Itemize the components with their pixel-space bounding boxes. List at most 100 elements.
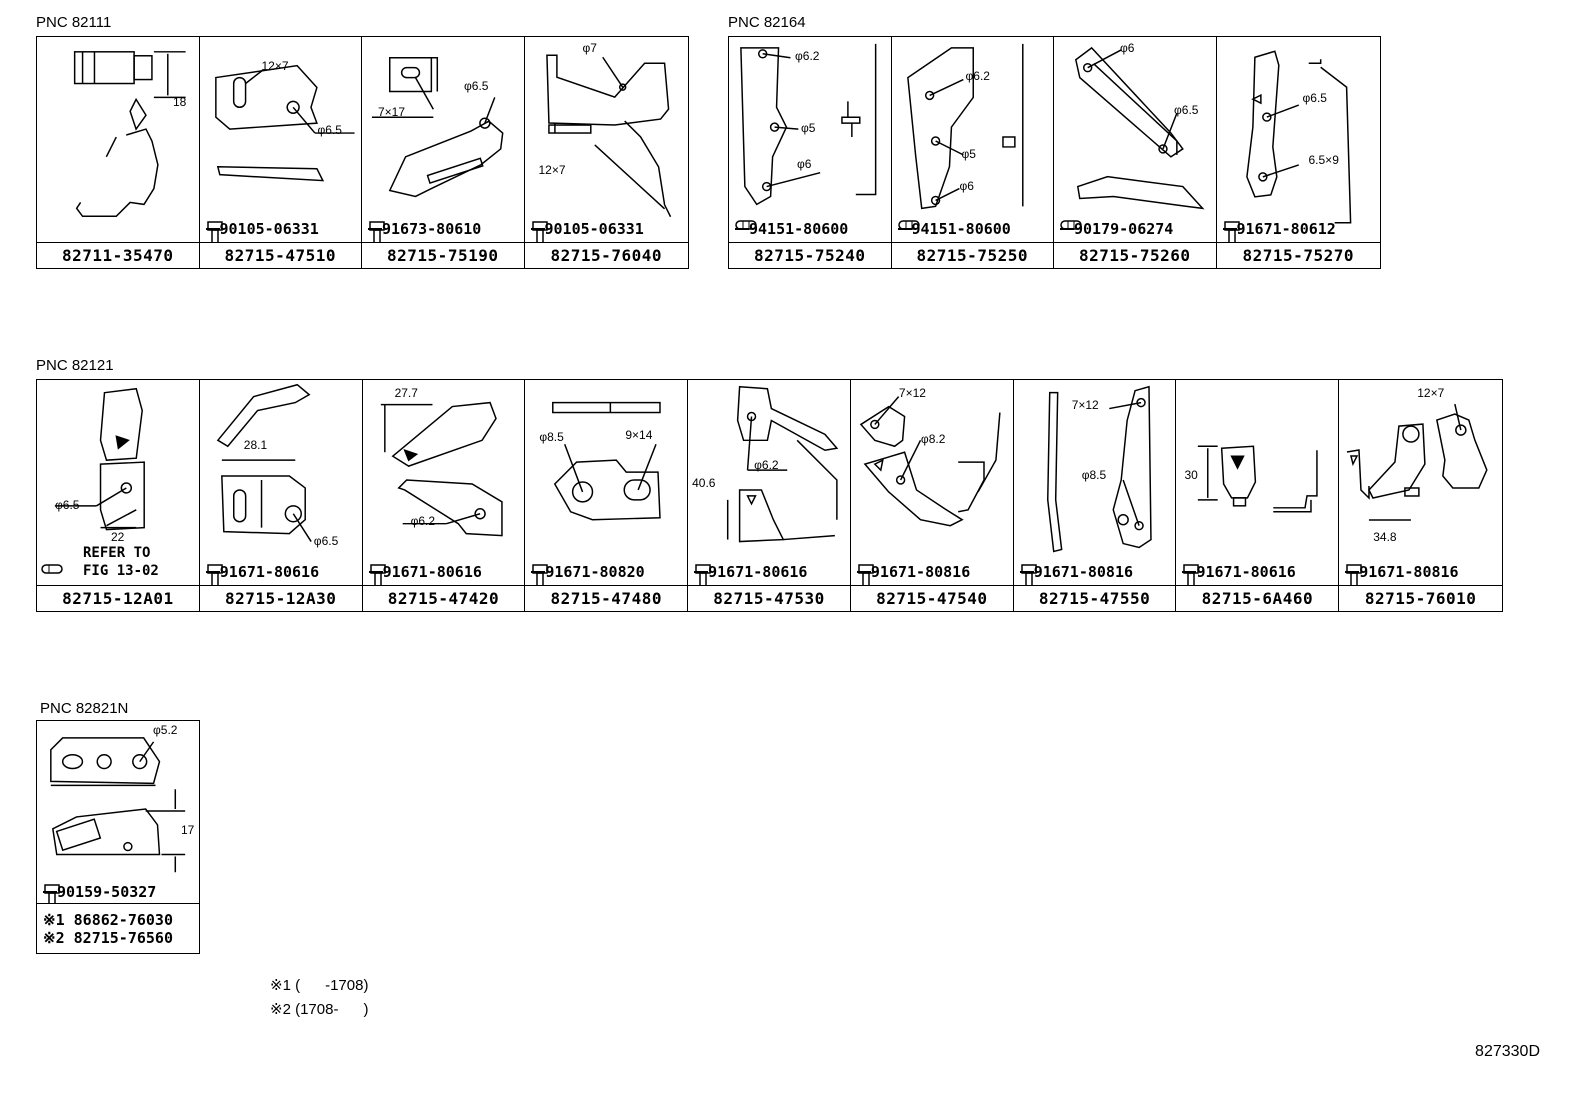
part-number[interactable]: 82715-12A30 [199,585,362,611]
dimension-label: φ6 [1120,41,1135,55]
dimension-label: φ8.5 [1081,468,1107,482]
bolt-callout[interactable]: 91671-80616 [368,563,482,585]
part-cell[interactable]: φ6.2 φ5 φ6 94151-80600 82715-75240 [729,37,892,268]
bolt-part-number: 91671-80616 [219,563,320,581]
part-cell[interactable]: 7×12 φ8.2 91671-80816 82715-47540 [850,380,1014,611]
bolt-callout[interactable]: 91671-80616 [694,563,807,585]
bolt-icon [1346,564,1362,585]
part-number[interactable]: 82711-35470 [37,242,199,268]
variant-list: ※1 86862-76030 ※2 82715-76560 [37,903,199,953]
part-number[interactable]: 82715-75240 [729,242,891,268]
bolt-callout[interactable]: 90105-06331 [205,220,319,242]
bolt-part-number: 94151-80600 [911,220,1011,238]
dimension-label: 12×7 [538,163,566,177]
dimension-label: φ8.2 [920,432,946,446]
dimension-label: φ6.2 [795,49,820,63]
dimension-label: φ6.5 [464,79,489,93]
part-cell[interactable]: φ6.2 φ5 φ6 94151-80600 82715-75250 [891,37,1054,268]
part-cell[interactable]: φ8.5 9×14 91671-80820 82715-47480 [525,380,689,611]
dimension-label: 40.6 [692,476,716,490]
dimension-label: φ5 [801,121,816,135]
part-drawing: φ6.5 7×17 91673-80610 [362,37,524,242]
part-number[interactable]: 82715-76040 [524,242,688,268]
part-number[interactable]: 82715-75190 [362,242,524,268]
part-cell[interactable]: φ6.5 6.5×9 91671-80612 82715-75270 [1216,37,1380,268]
part-group-82121: φ6.5 22 REFER TO FIG 13-02 82715-12A01 2… [36,379,1503,612]
part-drawing: φ8.5 9×14 91671-80820 [525,380,687,585]
bolt-callout[interactable]: 91671-80820 [531,563,645,585]
bolt-part-number: 94151-80600 [749,220,849,238]
variant-part-number[interactable]: ※1 86862-76030 [43,910,173,929]
dimension-label: φ6.5 [1174,103,1199,117]
nut-icon [735,220,757,230]
part-number[interactable]: 82715-47480 [525,585,688,611]
part-cell[interactable]: 27.7 φ6.2 91671-80616 82715-47420 [362,380,526,611]
dimension-label: 30 [1184,468,1198,482]
bolt-callout[interactable]: 91671-80816 [1345,563,1459,585]
bolt-part-number: 91671-80816 [1033,563,1134,581]
dimension-label: 7×17 [378,105,406,119]
dimension-label: 34.8 [1373,530,1397,544]
bolt-callout[interactable]: 91671-80616 [205,563,320,585]
bolt-callout[interactable]: 91671-80616 [1182,563,1296,585]
part-number[interactable]: 82715-75260 [1054,242,1216,268]
diagram-code: 827330D [1475,1043,1540,1060]
bolt-callout[interactable]: 94151-80600 [897,220,1011,238]
nut-icon [41,564,63,574]
bolt-part-number: 91671-80612 [1236,220,1336,238]
bolt-part-number: 91671-80816 [1359,563,1459,581]
variant-part-number[interactable]: ※2 82715-76560 [43,928,173,947]
bolt-callout[interactable]: 90159-50327 [43,883,156,903]
part-cell[interactable]: 28.1 φ6.5 91671-80616 82715-12A30 [199,380,363,611]
part-number[interactable]: 82715-76010 [1339,585,1503,611]
part-number[interactable]: 82715-75250 [891,242,1053,268]
dimension-label: 28.1 [243,438,268,452]
part-number[interactable]: 82715-47530 [688,585,850,611]
part-cell[interactable]: 7×12 φ8.5 91671-80816 82715-47550 [1013,380,1177,611]
part-cell[interactable]: φ6.5 7×17 91673-80610 82715-75190 [362,37,525,268]
dimension-label: 12×7 [261,59,289,73]
bolt-callout[interactable]: 90179-06274 [1060,220,1173,238]
bolt-callout[interactable]: 90105-06331 [530,220,644,242]
footnote: ※2 (1708- ) [270,1001,369,1018]
bolt-callout[interactable]: 91673-80610 [368,220,482,242]
bolt-callout[interactable]: 94151-80600 [735,220,848,238]
part-cell[interactable]: 30 91671-80616 82715-6A460 [1176,380,1340,611]
part-number[interactable]: 82715-12A01 [37,585,199,611]
bolt-part-number: 91673-80610 [382,220,482,238]
dimension-label: φ7 [582,41,597,55]
dimension-label: φ6.2 [754,458,779,472]
part-number[interactable]: 82715-47550 [1013,585,1176,611]
dimension-label: 27.7 [394,386,418,400]
part-number[interactable]: 82715-75270 [1216,242,1380,268]
refer-line: FIG 13-02 [83,563,159,579]
part-drawing: 18 [37,37,199,242]
bolt-callout[interactable]: 91671-80816 [856,563,970,585]
dimension-label: φ5 [961,147,976,161]
part-group-82164: φ6.2 φ5 φ6 94151-80600 82715-75240 φ6.2 … [728,36,1381,269]
part-number[interactable]: 82715-6A460 [1176,585,1339,611]
pnc-label: PNC 82164 [728,14,806,31]
part-cell[interactable]: 12×7 34.8 91671-80816 82715-76010 [1339,380,1503,611]
part-drawing: φ6.2 40.6 91671-80616 [688,380,850,585]
bolt-icon [532,564,549,585]
part-drawing: 30 91671-80616 [1176,380,1338,585]
part-cell[interactable]: 18 82711-35470 [37,37,200,268]
dimension-label: φ6 [797,157,812,171]
part-number[interactable]: 82715-47420 [362,585,525,611]
part-number[interactable]: 82715-47540 [850,585,1013,611]
dimension-label: φ6.5 [55,498,80,512]
part-cell[interactable]: 12×7 φ6.5 90105-06331 82715-47510 [199,37,362,268]
dimension-label: φ8.5 [539,430,564,444]
dimension-label: φ6.5 [313,534,339,548]
part-number[interactable]: 82715-47510 [199,242,361,268]
part-cell[interactable]: φ7 12×7 90105-06331 82715-76040 [524,37,688,268]
part-cell[interactable]: φ6 φ6.5 90179-06274 82715-75260 [1054,37,1217,268]
bolt-callout[interactable]: 91671-80816 [1019,563,1134,585]
dimension-label: 17 [181,823,195,837]
dimension-label: 22 [111,530,125,544]
part-cell[interactable]: φ6.5 22 REFER TO FIG 13-02 82715-12A01 [37,380,200,611]
dimension-label: φ6.5 [317,123,342,137]
bolt-callout[interactable]: 91671-80612 [1222,220,1336,242]
part-cell[interactable]: φ6.2 40.6 91671-80616 82715-47530 [688,380,851,611]
